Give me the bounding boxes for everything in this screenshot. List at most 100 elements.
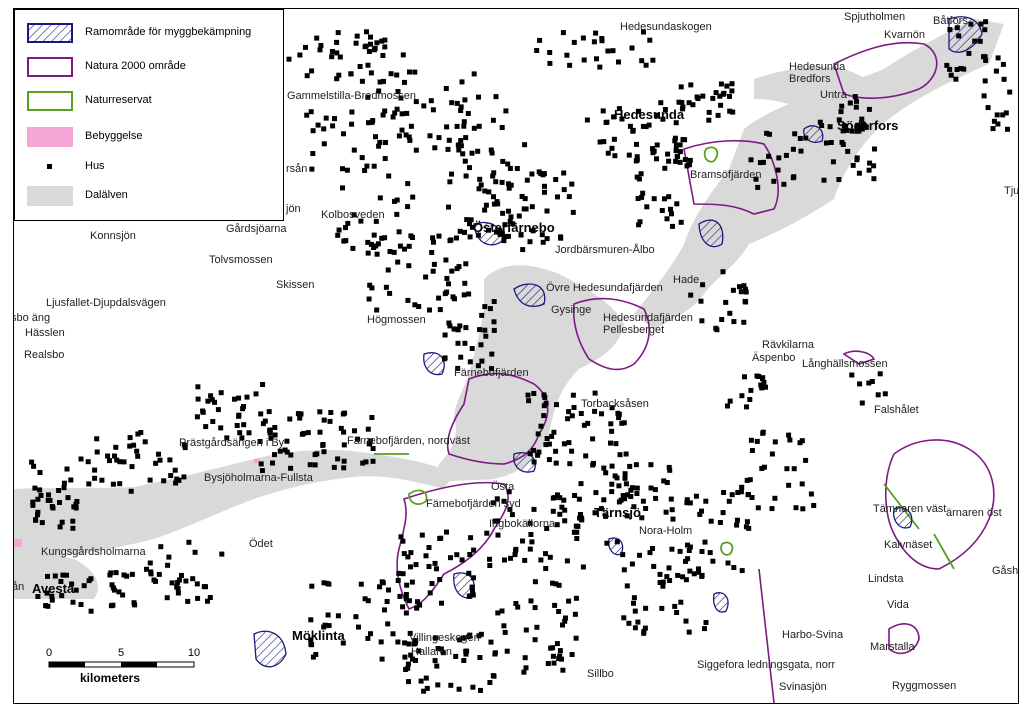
house-dot — [298, 411, 304, 417]
house-dot — [570, 392, 576, 398]
house-dot — [749, 495, 755, 500]
house-dot — [577, 515, 583, 521]
house-dot — [463, 261, 469, 267]
house-dot — [288, 452, 294, 458]
house-dot — [241, 422, 247, 428]
house-dot — [218, 425, 224, 431]
house-dot — [702, 626, 707, 632]
house-dot — [760, 376, 765, 381]
house-dot — [491, 194, 496, 200]
house-dot — [947, 27, 953, 33]
house-dot — [131, 600, 137, 606]
house-dot — [376, 143, 382, 149]
house-dot — [491, 319, 497, 325]
house-dot — [696, 566, 701, 572]
place-label: ån — [13, 581, 25, 593]
legend-label: Dalälven — [85, 189, 128, 201]
house-dot — [672, 603, 678, 609]
legend-swatch-hus — [27, 157, 73, 177]
house-dot — [673, 143, 679, 149]
house-dot — [573, 523, 579, 529]
house-dot — [449, 268, 455, 274]
house-dot — [432, 145, 438, 151]
house-dot — [961, 66, 967, 72]
map-canvas[interactable] — [14, 9, 1018, 703]
place-label: Ödet — [249, 538, 273, 550]
house-dot — [954, 25, 960, 31]
house-dot — [358, 218, 364, 224]
house-dot — [379, 656, 385, 662]
house-dot — [769, 451, 775, 457]
house-dot — [94, 449, 100, 455]
house-dot — [209, 397, 215, 403]
house-dot — [857, 381, 863, 387]
house-dot — [541, 403, 547, 409]
house-dot — [494, 199, 500, 205]
place-label: Båtfors — [933, 15, 968, 27]
house-dot — [395, 578, 401, 583]
house-dot — [272, 425, 278, 430]
house-dot — [635, 619, 641, 625]
house-dot — [731, 319, 737, 325]
bebyggelse-area — [14, 539, 22, 547]
house-dot — [380, 53, 386, 58]
house-dot — [234, 423, 240, 428]
house-dot — [253, 391, 259, 397]
house-dot — [730, 287, 736, 293]
house-dot — [787, 437, 793, 443]
house-dot — [382, 156, 388, 161]
house-dot — [208, 393, 214, 399]
house-dot — [677, 142, 683, 148]
house-dot — [735, 490, 741, 495]
house-dot — [1000, 61, 1006, 67]
house-dot — [720, 510, 726, 516]
house-dot — [730, 109, 736, 115]
place-label: Kungsgårdsholmarna — [41, 546, 146, 558]
house-dot — [580, 35, 586, 41]
house-dot — [666, 194, 672, 200]
house-dot — [135, 431, 141, 437]
legend-label: Ramområde för myggbekämpning — [85, 26, 252, 38]
ramomrade-area — [253, 630, 287, 668]
house-dot — [662, 196, 667, 202]
house-dot — [747, 397, 753, 402]
house-dot — [882, 391, 888, 397]
scale-bar: 0 5 10 kilometers — [44, 647, 214, 691]
house-dot — [341, 429, 347, 435]
house-dot — [407, 630, 413, 636]
house-dot — [86, 481, 92, 487]
house-dot — [544, 436, 550, 441]
house-dot — [304, 112, 310, 118]
house-dot — [365, 426, 371, 432]
house-dot — [569, 181, 575, 187]
house-dot — [499, 179, 505, 185]
house-dot — [378, 639, 384, 645]
house-dot — [664, 574, 670, 580]
house-dot — [558, 235, 564, 241]
house-dot — [543, 442, 549, 448]
house-dot — [619, 116, 625, 122]
house-dot — [258, 411, 264, 417]
house-dot — [443, 257, 449, 263]
house-dot — [427, 307, 432, 313]
house-dot — [394, 106, 400, 112]
scale-bar-graphic — [48, 661, 195, 668]
house-dot — [335, 456, 341, 462]
house-dot — [775, 167, 781, 173]
house-dot — [92, 467, 98, 473]
house-dot — [623, 481, 629, 487]
house-dot — [335, 30, 341, 36]
house-dot — [557, 648, 563, 654]
house-dot — [635, 196, 641, 201]
house-dot — [676, 99, 682, 105]
house-dot — [993, 68, 999, 74]
house-dot — [674, 610, 680, 615]
house-dot — [174, 584, 180, 590]
house-dot — [572, 611, 578, 617]
house-dot — [432, 658, 438, 664]
house-dot — [479, 358, 485, 364]
house-dot — [538, 557, 544, 563]
house-dot — [116, 589, 122, 595]
house-dot — [854, 98, 859, 104]
place-label: Harbo-Svina — [782, 629, 844, 641]
